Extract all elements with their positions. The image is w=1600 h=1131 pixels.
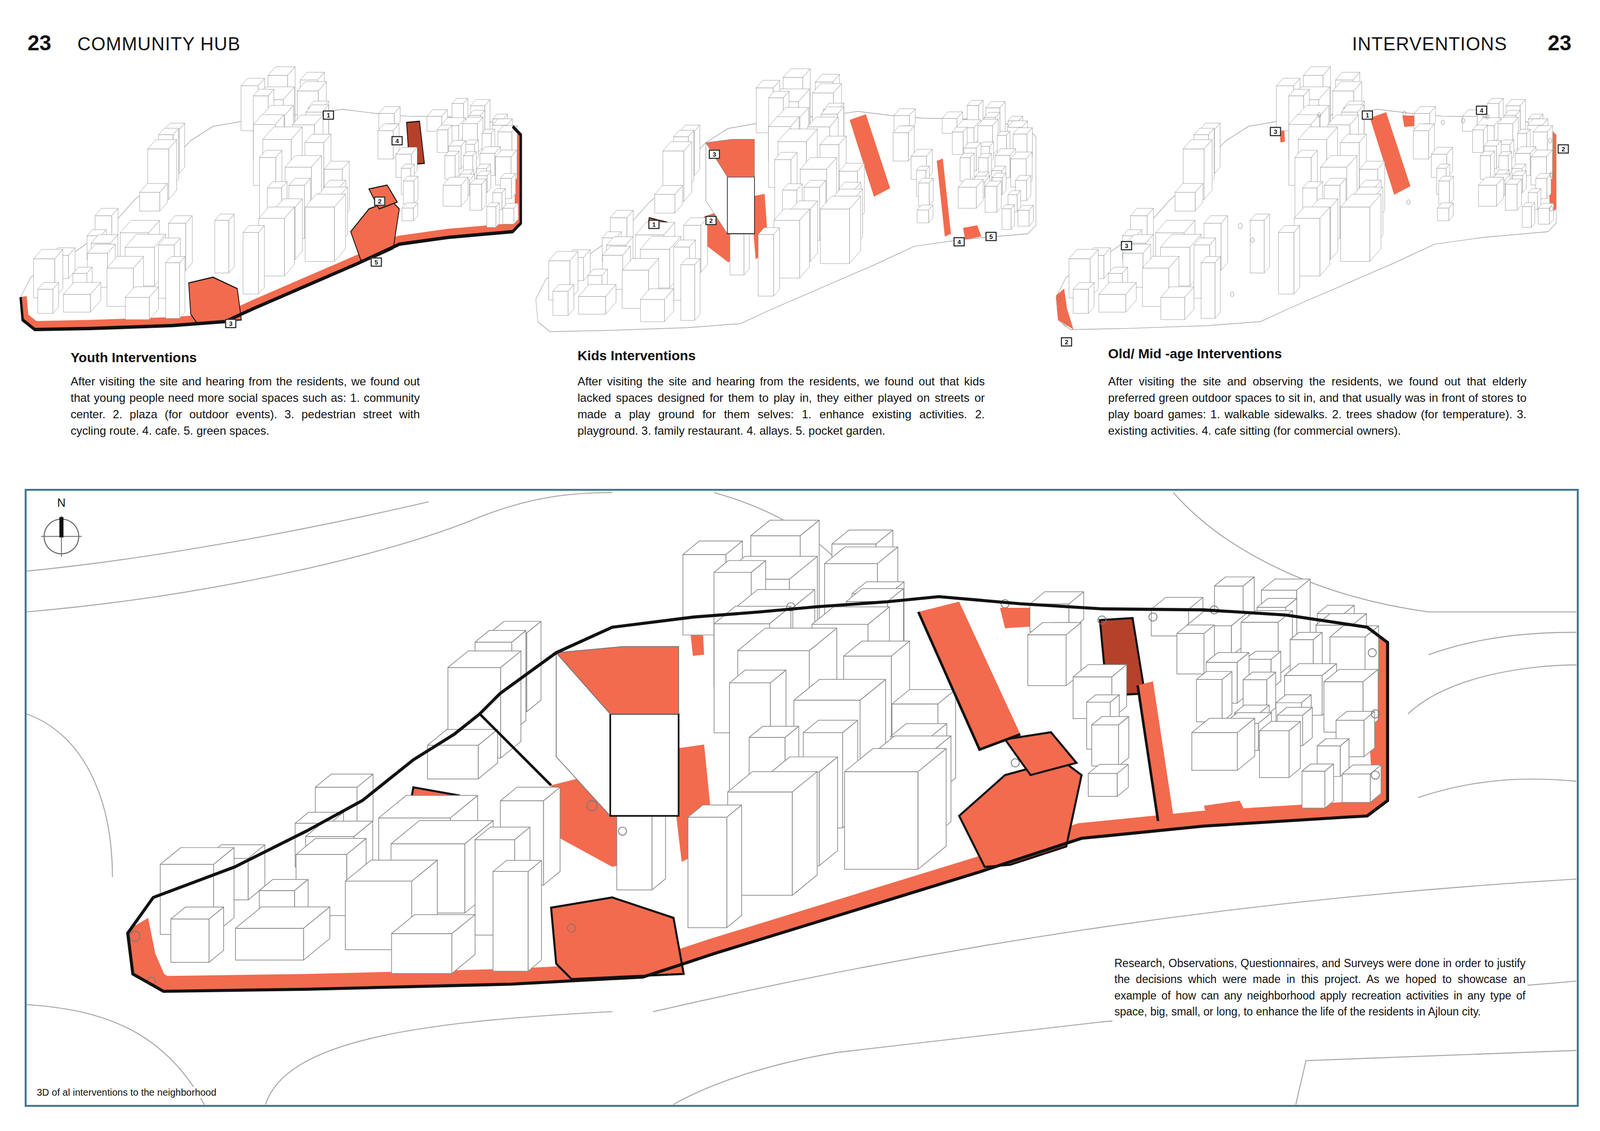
old-diagram — [1055, 66, 1556, 330]
page-number: 23 — [27, 30, 52, 56]
callout-number: 1 — [1362, 110, 1374, 120]
roads — [26, 492, 1577, 1105]
callout-number: 3 — [1121, 241, 1133, 251]
callout-number: 1 — [323, 110, 335, 120]
section-title: INTERVENTIONS — [1351, 33, 1508, 55]
panel-note: Research, Observations, Questionnaires, … — [1112, 953, 1528, 1023]
callout-number: 5 — [985, 232, 997, 242]
callout-number: 3 — [709, 149, 721, 160]
youth-diagram — [20, 66, 521, 330]
page-number: 23 — [1547, 30, 1572, 56]
section-heading: Old/ Mid -age Interventions — [1108, 346, 1282, 362]
callout-number: 3 — [1270, 127, 1282, 137]
section-heading: Kids Interventions — [577, 348, 696, 364]
page-title: COMMUNITY HUB — [77, 33, 241, 55]
callout-number: 2 — [1061, 337, 1073, 347]
section-body: After visiting the site and hearing from… — [577, 373, 985, 440]
callout-number: 3 — [225, 319, 237, 329]
section-body: After visiting the site and observing th… — [1108, 373, 1527, 440]
callout-number: 4 — [953, 237, 965, 247]
callout-number: 1 — [648, 220, 660, 230]
figure-caption: 3D of al interventions to the neighborho… — [35, 1087, 218, 1099]
callout-number: 2 — [374, 196, 386, 207]
figure-panel: Research, Observations, Questionnaires, … — [24, 488, 1579, 1108]
kids-diagram — [535, 68, 1037, 332]
main-plan — [127, 520, 1388, 992]
callout-number: 4 — [391, 136, 403, 146]
north-arrow — [41, 516, 82, 557]
callout-number: 4 — [1476, 105, 1488, 116]
section-heading: Youth Interventions — [70, 350, 197, 366]
callout-number: 2 — [1557, 144, 1570, 154]
callout-number: 5 — [370, 257, 383, 267]
north-label: N — [57, 496, 66, 510]
callout-number: 2 — [705, 216, 717, 226]
section-body: After visiting the site and hearing from… — [70, 373, 420, 440]
